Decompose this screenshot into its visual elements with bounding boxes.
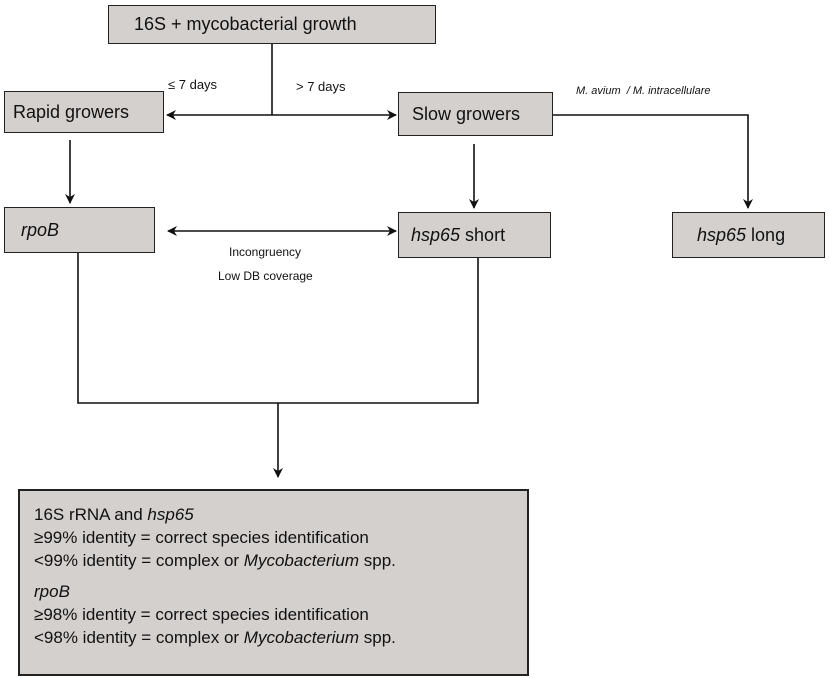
split-right-label: > 7 days bbox=[296, 79, 346, 94]
rpob-label: rpoB bbox=[21, 219, 60, 240]
growth-box: 16S + mycobacterial growth bbox=[108, 5, 436, 44]
criteria-16s-heading-gene: hsp65 bbox=[147, 505, 194, 524]
hsp65-long-box: hsp65 long bbox=[672, 212, 825, 258]
slow-growers-box: Slow growers bbox=[398, 92, 553, 136]
criteria-rpob-line1: ≥98% identity = correct species identifi… bbox=[34, 605, 369, 624]
criteria-16s-line1: ≥99% identity = correct species identifi… bbox=[34, 528, 369, 547]
hsp65-short-suffix: short bbox=[460, 224, 506, 245]
avium-note: M. avium / M. intracellulare bbox=[576, 85, 711, 97]
criteria-rpob-line2: <98% identity = complex or bbox=[34, 628, 244, 647]
split-left-label: ≤ 7 days bbox=[168, 77, 218, 92]
rapid-growers-label: Rapid growers bbox=[13, 101, 130, 122]
criteria-rpob-heading: rpoB bbox=[34, 582, 70, 601]
rpob-box: rpoB bbox=[4, 207, 155, 253]
hsp65-long-gene: hsp65 bbox=[697, 224, 747, 245]
criteria-16s-line2: <99% identity = complex or bbox=[34, 551, 244, 570]
arrow-slow-to-hsp-long bbox=[553, 114, 753, 209]
hsp65-short-gene: hsp65 bbox=[411, 224, 461, 245]
criteria-rpob-line2-genus: Mycobacterium bbox=[243, 628, 360, 647]
criteria-16s-heading: 16S rRNA and bbox=[34, 505, 148, 524]
rapid-growers-box: Rapid growers bbox=[4, 91, 164, 133]
criteria-rpob-line2-suffix: spp. bbox=[359, 628, 396, 647]
growth-box-label: 16S + mycobacterial growth bbox=[134, 14, 357, 34]
slow-growers-label: Slow growers bbox=[412, 103, 521, 124]
hsp65-short-box: hsp65 short bbox=[398, 212, 551, 258]
incongruency-note: Incongruency bbox=[229, 245, 302, 259]
criteria-16s-line2-genus: Mycobacterium bbox=[243, 551, 360, 570]
hsp65-long-suffix: long bbox=[746, 224, 786, 245]
criteria-16s-line2-suffix: spp. bbox=[359, 551, 396, 570]
low-db-coverage-note: Low DB coverage bbox=[218, 269, 313, 283]
identification-criteria-box: 16S rRNA and hsp65 ≥99% identity = corre… bbox=[18, 489, 529, 676]
